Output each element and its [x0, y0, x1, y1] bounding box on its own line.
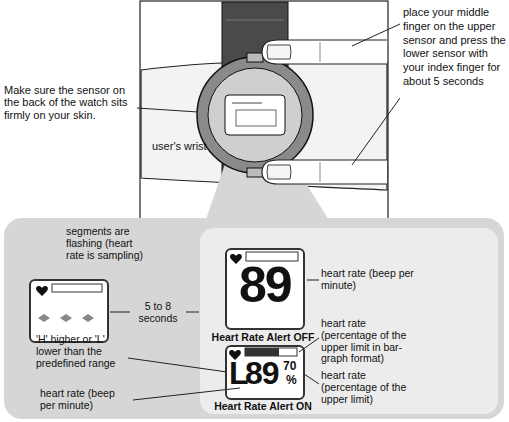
- lcd-screen: 89Heart Rate Alert OFF: [225, 248, 305, 330]
- screen-caption: Heart Rate Alert OFF: [203, 332, 323, 344]
- part-label: user's wrist: [152, 140, 218, 152]
- lcd-percent-digits: 70: [283, 360, 296, 373]
- callout-label: heart rate (beep per minute): [40, 388, 132, 412]
- state-note: segments are flashing (heart rate is sam…: [66, 226, 148, 261]
- callout-label: heart rate (percentage of the upper limi…: [321, 318, 421, 365]
- callout-label: 'H' higher or 'L' lower than the predefi…: [36, 334, 126, 369]
- callout-label: heart rate (beep per minute): [321, 268, 421, 292]
- instruction-note: place your middle finger on the upper se…: [403, 6, 507, 89]
- timing-label: 5 to 8 seconds: [130, 300, 186, 326]
- lcd-percent-sign: %: [286, 374, 297, 387]
- callout-label: heart rate (percentage of the upper limi…: [321, 370, 421, 405]
- lcd-screen: L8970%Heart Rate Alert ON: [225, 345, 305, 400]
- screen-caption: Heart Rate Alert ON: [203, 401, 323, 413]
- lcd-digits: 89: [239, 260, 291, 310]
- lcd-digits: 89: [245, 357, 279, 389]
- instruction-note: Make sure the sensor on the back of the …: [4, 84, 136, 121]
